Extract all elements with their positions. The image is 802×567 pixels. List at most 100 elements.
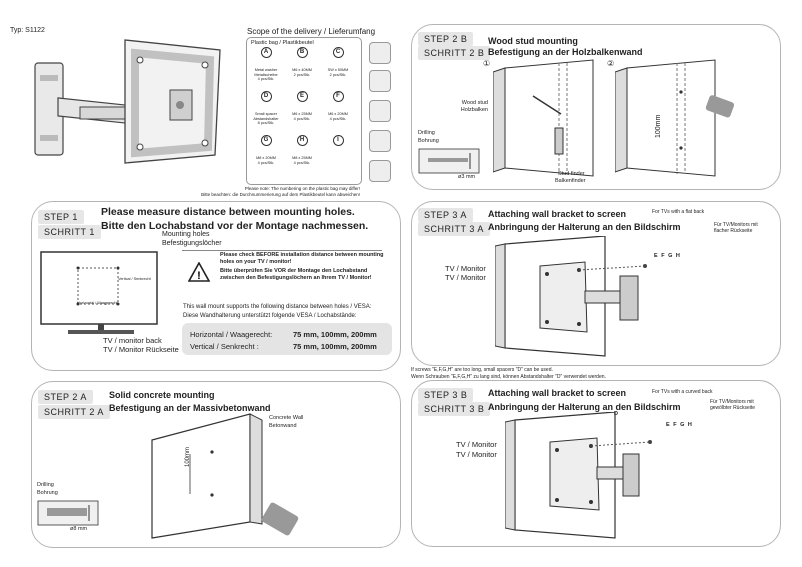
wood-stud-wall-2: [615, 59, 735, 177]
step2a-drill-en: Drilling: [37, 482, 54, 488]
step2b-tag-en: STEP 2 B: [418, 32, 474, 46]
scope-note-en: Please note: The numbering on the plasti…: [244, 186, 360, 191]
horizontal-label: Horizontal / Waagerecht: [77, 301, 118, 305]
phillips-screwdriver-icon: [369, 70, 391, 92]
step2b-num2: ②: [607, 59, 615, 68]
tv-back-illustration: [40, 251, 158, 334]
part-qty: 4 pcs/Stk.: [329, 116, 347, 121]
step3b-spacer: D: [614, 411, 618, 417]
part-desc: M8 x 20MM: [256, 156, 276, 160]
screwdriver-icon: [369, 42, 391, 64]
step3b-screws: E F G H: [666, 422, 693, 428]
part-letter: B: [296, 47, 308, 58]
scope-note-de: Bitte beachten: die Durchnummerierung au…: [201, 192, 360, 197]
parts-bag-box: Plastic bag / Plastikbeutel: [246, 37, 362, 185]
step2b-title-de: Befestigung an der Holzbalkenwand: [488, 47, 643, 57]
wood-stud-wall-1: [493, 59, 594, 177]
step2a-tag-de: SCHRITT 2 A: [38, 405, 110, 419]
part-letter: G: [260, 135, 272, 146]
part-letter: E: [296, 91, 308, 102]
svg-text:!: !: [197, 270, 201, 282]
step3a-tv-de: TV / Monitor: [445, 273, 486, 282]
step3a-tag-en: STEP 3 A: [418, 208, 473, 222]
scope-title: Scope of the delivery / Lieferumfang: [247, 27, 376, 36]
concrete-wall-illustration: [151, 413, 299, 539]
step3a-tv-en: TV / Monitor: [445, 264, 486, 273]
vesa-v-value: 75 mm, 100mm, 200mm: [293, 342, 377, 351]
vesa-h-value: 75 mm, 100mm, 200mm: [293, 330, 377, 339]
step3b-note-en: For TVs with a curved back: [652, 389, 713, 395]
support-de: Diese Wandhalterung unterstützt folgende…: [183, 313, 357, 319]
step2b-title-en: Wood stud mounting: [488, 36, 578, 46]
tv-back-label-en: TV / monitor back: [103, 336, 162, 345]
step3b-tag-en: STEP 3 B: [418, 388, 474, 402]
concrete-wall-en: Concrete Wall: [269, 415, 304, 421]
step3b-tv-de: TV / Monitor: [456, 450, 497, 459]
step3a-title-de: Anbringung der Halterung an den Bildschi…: [488, 222, 681, 232]
person-icon: [369, 160, 391, 182]
part-desc: M6 x 20MM: [328, 112, 348, 116]
warning-icon: !: [188, 262, 210, 282]
concrete-wall-de: Betonwand: [269, 423, 297, 429]
step2b-drill-dim: ø3 mm: [458, 174, 476, 180]
step2a-dim: 100mm: [185, 446, 191, 467]
step1-tag-en: STEP 1: [38, 210, 84, 224]
holes-label-en: Mounting holes: [162, 231, 210, 238]
warning-en: Please check BEFORE installation distanc…: [220, 252, 384, 265]
step3a-note-en: For TVs with a flat back: [652, 209, 705, 215]
vesa-h-label: Horizontal / Waagerecht:: [190, 330, 273, 339]
step2b-tag-de: SCHRITT 2 B: [418, 46, 491, 60]
step3b-tag-de: SCHRITT 3 B: [418, 402, 491, 416]
step2b-drill-de: Bohrung: [418, 138, 439, 144]
part-desc: SW x 50MM: [327, 68, 349, 72]
part-letter: H: [296, 135, 308, 146]
part-desc: M8 x 25MM: [292, 156, 312, 160]
step3b-title-de: Anbringung der Halterung an den Bildschi…: [488, 402, 681, 412]
wood-stud-en: Wood stud: [461, 100, 488, 106]
step1-tag-de: SCHRITT 1: [38, 225, 101, 239]
drill-hole-diagram-2a: [37, 500, 99, 526]
stud-finder-en: Stud finder: [558, 171, 585, 177]
bag-label: Plastic bag / Plastikbeutel: [251, 40, 314, 46]
support-en: This wall mount supports the following d…: [183, 304, 372, 310]
step2a-title-en: Solid concrete mounting: [109, 390, 215, 400]
part-desc: Metal washer Metallscheibe: [254, 68, 278, 77]
bracket-flat-illustration: [495, 236, 647, 357]
part-qty: 4 pcs/Stk.: [257, 160, 275, 165]
wall-mount-illustration: [34, 39, 221, 164]
part-letter: F: [332, 91, 344, 102]
step3a-footnote-en: If screws "E,F,G,H" are too long, small …: [411, 367, 553, 373]
step3a-title-en: Attaching wall bracket to screen: [488, 209, 627, 219]
part-letter: D: [260, 91, 272, 102]
type-label: Typ: S1122: [10, 27, 45, 34]
part-qty: 2 pcs/Stk.: [293, 72, 311, 77]
vertical-label: Vertical / Senkrecht: [118, 277, 151, 281]
holes-label-de: Befestigungslöcher: [162, 240, 222, 247]
wood-stud-de: Holzbalken: [460, 107, 488, 113]
step2a-drill-de: Bohrung: [37, 490, 58, 496]
step2a-tag-en: STEP 2 A: [38, 390, 93, 404]
step3a-footnote-de: Wenn Schrauben "E,F,G,H" zu lang sind, k…: [411, 374, 606, 380]
drill-icon: [369, 100, 391, 122]
step3a-tag-de: SCHRITT 3 A: [418, 222, 490, 236]
step2b-drill-en: Drilling: [418, 130, 435, 136]
step1-title-de: Bitte den Lochabstand vor der Montage na…: [101, 220, 369, 232]
bracket-curved-illustration: [505, 412, 652, 539]
part-letter: C: [332, 47, 344, 58]
part-qty: 4 pcs/Stk.: [257, 77, 275, 82]
part-qty: 4 pcs/Stk.: [293, 160, 311, 165]
stud-finder-de: Balkenfinder: [555, 178, 586, 184]
step1-title-en: Please measure distance between mounting…: [101, 206, 355, 218]
step3b-title-en: Attaching wall bracket to screen: [488, 388, 627, 398]
step2b-dim: 100mm: [655, 114, 662, 138]
step3b-tv-en: TV / Monitor: [456, 440, 497, 449]
step3a-note-de: Für TV/Monitors mit flacher Rückseite: [714, 222, 758, 234]
part-desc: M6 x 25MM: [292, 112, 312, 116]
drill-hole-diagram-2b: [418, 148, 480, 174]
